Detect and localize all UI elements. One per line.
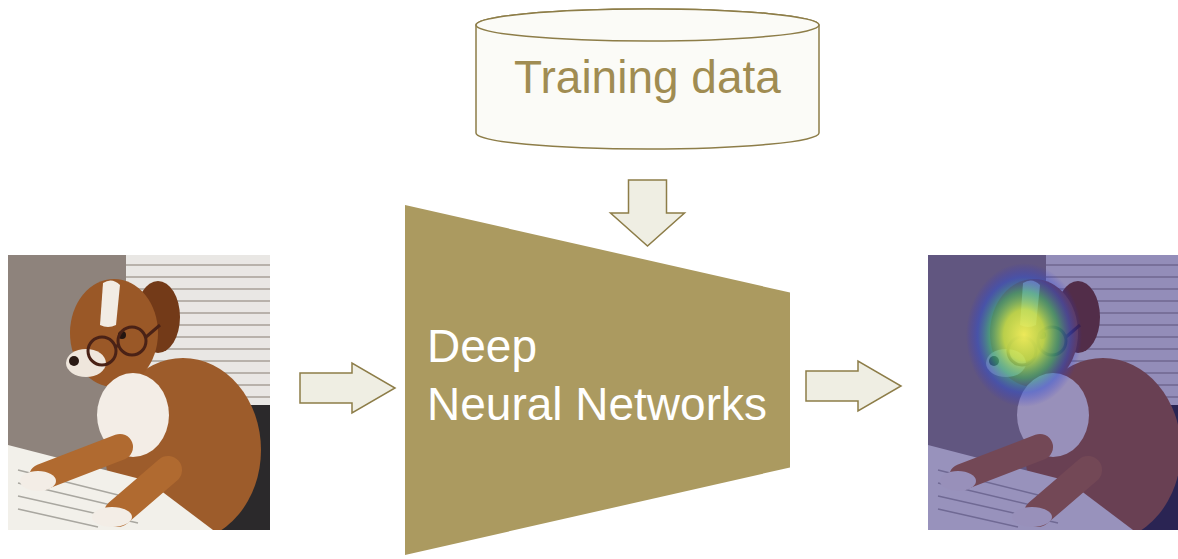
input-image	[8, 255, 270, 542]
node-label: Deep Neural Networks	[427, 317, 767, 433]
network-trapezoid: Deep Neural Networks	[405, 205, 790, 555]
output-image	[928, 255, 1178, 542]
input-arrow	[300, 363, 395, 413]
data-cylinder: Training data	[475, 8, 820, 150]
node-label: Training data	[514, 50, 781, 105]
output-arrow	[806, 361, 901, 411]
block-arrow	[611, 180, 685, 246]
